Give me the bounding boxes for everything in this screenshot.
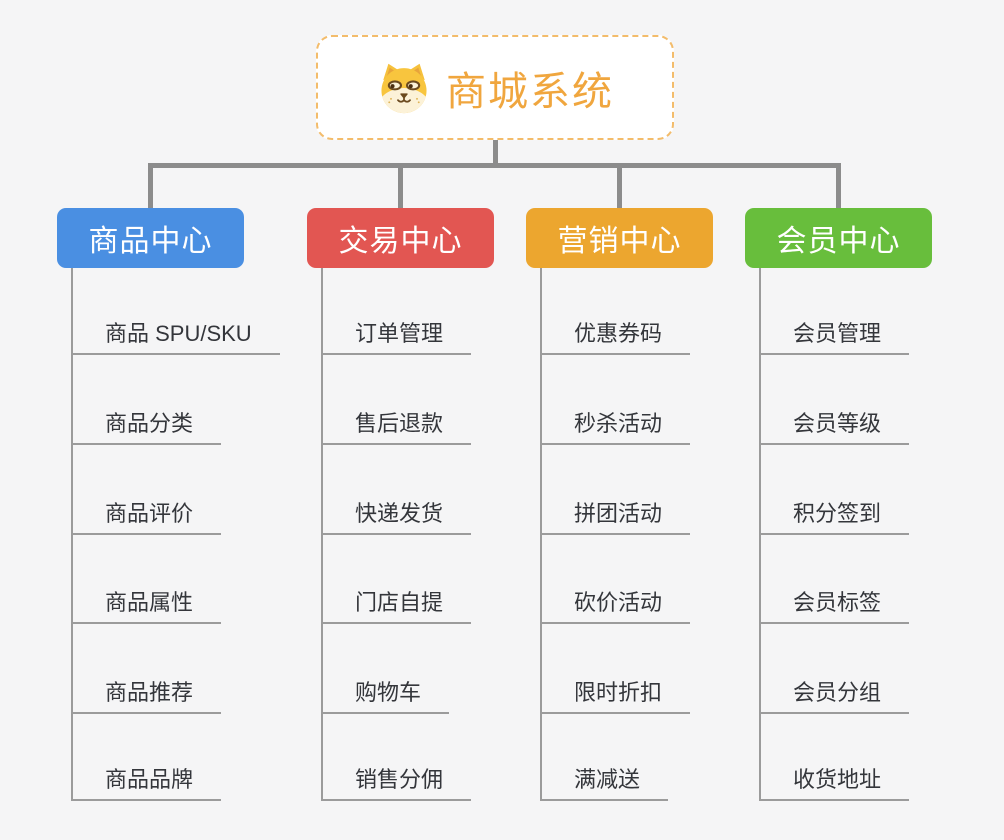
root-title: 商城系统 <box>446 69 614 114</box>
leaf-node[interactable]: 订单管理 <box>321 320 472 355</box>
connector-drop-trade <box>398 163 403 208</box>
leaf-node[interactable]: 商品推荐 <box>71 679 222 714</box>
leaf-node[interactable]: 限时折扣 <box>540 679 691 714</box>
branch-node-marketing-center[interactable]: 营销中心 <box>526 208 713 268</box>
connector-drop-member <box>836 163 841 208</box>
leaf-node[interactable]: 积分签到 <box>759 500 910 535</box>
branch-node-member-center[interactable]: 会员中心 <box>745 208 932 268</box>
leaf-node[interactable]: 拼团活动 <box>540 500 691 535</box>
leaf-node[interactable]: 商品分类 <box>71 410 222 445</box>
leaf-node[interactable]: 满减送 <box>540 766 669 801</box>
connector-root-drop <box>493 139 498 168</box>
connector-drop-product <box>148 163 153 208</box>
leaf-node[interactable]: 会员分组 <box>759 679 910 714</box>
leaf-node[interactable]: 销售分佣 <box>321 766 472 801</box>
leaf-node[interactable]: 门店自提 <box>321 589 472 624</box>
leaf-node[interactable]: 会员管理 <box>759 320 910 355</box>
leaf-node[interactable]: 商品评价 <box>71 500 222 535</box>
leaf-node[interactable]: 秒杀活动 <box>540 410 691 445</box>
leaf-node[interactable]: 收货地址 <box>759 766 910 801</box>
leaf-node[interactable]: 砍价活动 <box>540 589 691 624</box>
leaf-node[interactable]: 商品品牌 <box>71 766 222 801</box>
connector-rail <box>148 163 841 168</box>
leaf-node[interactable]: 商品属性 <box>71 589 222 624</box>
branch-node-product-center[interactable]: 商品中心 <box>57 208 244 268</box>
leaf-node[interactable]: 会员等级 <box>759 410 910 445</box>
leaf-node[interactable]: 售后退款 <box>321 410 472 445</box>
leaf-node[interactable]: 会员标签 <box>759 589 910 624</box>
dog-face-icon <box>376 62 432 114</box>
leaf-node[interactable]: 优惠券码 <box>540 320 691 355</box>
leaf-node[interactable]: 快递发货 <box>321 500 472 535</box>
root-node[interactable]: 商城系统 <box>316 35 674 140</box>
branch-node-trade-center[interactable]: 交易中心 <box>307 208 494 268</box>
leaf-node[interactable]: 商品 SPU/SKU <box>71 320 280 355</box>
leaf-node[interactable]: 购物车 <box>321 679 450 714</box>
connector-drop-marketing <box>617 163 622 208</box>
